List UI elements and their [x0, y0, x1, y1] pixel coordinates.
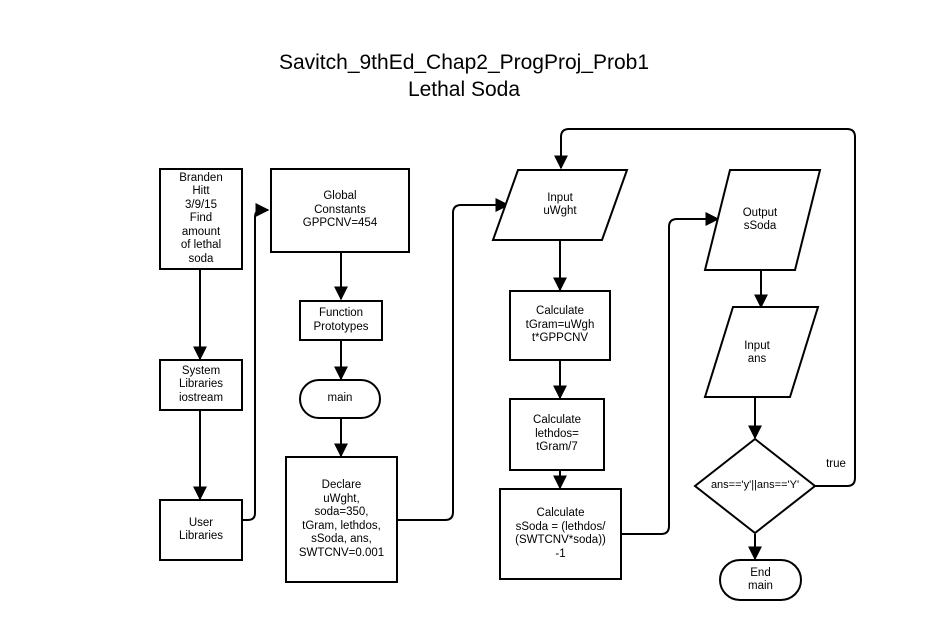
decision-text: ans=='y'||ans=='Y': [710, 479, 800, 492]
edge-decision-true-loop: [554, 128, 856, 487]
calc-ssoda-box: Calculate sSoda = (lethdos/ (SWTCNV*soda…: [499, 488, 622, 580]
input-ans-shape: [703, 306, 820, 398]
calc-tgram-box: Calculate tGram=uWgh t*GPPCNV: [509, 290, 611, 361]
system-libraries-box: System Libraries iostream: [159, 359, 243, 411]
main-start-terminal: main: [299, 379, 381, 419]
output-ssoda-label: Output sSoda: [712, 185, 808, 255]
calc-lethdos-text: Calculate lethdos= tGram/7: [533, 414, 581, 454]
user-libraries-box: User Libraries: [159, 499, 243, 561]
user-libraries-text: User Libraries: [178, 516, 224, 543]
global-constants-box: Global Constants GPPCNV=454: [270, 168, 410, 253]
declare-box: Declare uWght, soda=350, tGram, lethdos,…: [285, 456, 398, 583]
edge-ssoda-to-output: [621, 212, 720, 535]
calc-ssoda-text: Calculate sSoda = (lethdos/ (SWTCNV*soda…: [515, 507, 606, 560]
global-constants-text: Global Constants GPPCNV=454: [302, 190, 378, 230]
end-main-text: End main: [748, 566, 773, 593]
edge-user-libs-to-global-constants: [241, 203, 270, 521]
input-ans-text: Input ans: [744, 339, 770, 366]
header-info-text: Branden Hitt 3/9/15 Find amount of letha…: [179, 171, 223, 265]
diagram-title: Savitch_9thEd_Chap2_ProgProj_Prob1: [278, 51, 650, 74]
input-weight-label: Input uWght: [505, 170, 615, 240]
function-prototypes-text: Function Prototypes: [313, 307, 369, 333]
output-ssoda-shape: [703, 169, 822, 271]
calc-tgram-text: Calculate tGram=uWgh t*GPPCNV: [525, 305, 595, 345]
end-main-terminal: End main: [719, 559, 802, 601]
main-start-text: main: [327, 392, 353, 405]
output-ssoda-text: Output sSoda: [742, 206, 778, 233]
system-libraries-text: System Libraries iostream: [178, 364, 224, 404]
true-edge-label: true: [818, 457, 854, 473]
true-edge-text: true: [826, 458, 846, 471]
decision-label: ans=='y'||ans=='Y': [690, 478, 820, 494]
calc-lethdos-box: Calculate lethdos= tGram/7: [509, 398, 605, 471]
edge-declare-to-input-weight: [397, 198, 510, 521]
diagram-subtitle: Lethal Soda: [407, 78, 521, 101]
input-weight-shape: [491, 169, 629, 241]
function-prototypes-box: Function Prototypes: [299, 300, 383, 341]
input-ans-label: Input ans: [712, 318, 802, 388]
decision-shape: [693, 437, 817, 535]
declare-text: Declare uWght, soda=350, tGram, lethdos,…: [298, 479, 385, 559]
header-info-box: Branden Hitt 3/9/15 Find amount of letha…: [159, 168, 243, 270]
input-weight-text: Input uWght: [543, 191, 577, 218]
